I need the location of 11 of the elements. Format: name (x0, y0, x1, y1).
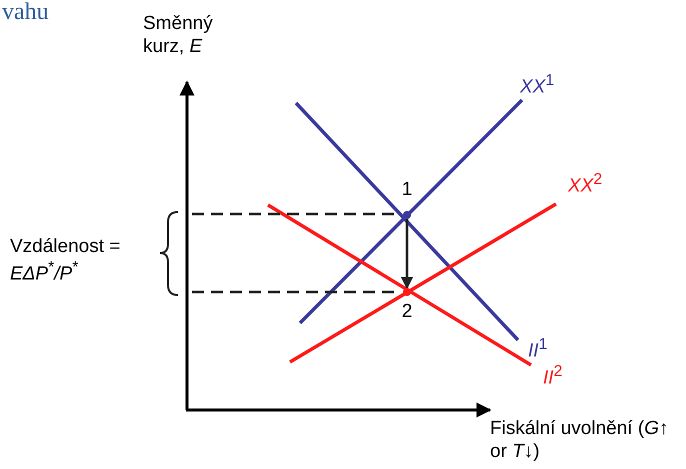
curve-label: II$^{2}$ (543, 363, 562, 390)
point-number: 2 (400, 302, 414, 322)
axis-title: Fiskální uvolnění (G↑ or T↓) (490, 418, 670, 464)
axis-title: Směnný kurz, E (143, 13, 214, 59)
point-number: 1 (400, 180, 414, 200)
curve-label: XX$^{2}$ (568, 171, 602, 198)
title-fragment: vahu (2, 0, 49, 27)
curve-label: II$^{1}$ (528, 336, 548, 364)
curve-label: XX$^{1}$ (520, 72, 554, 100)
arrow (400, 219, 414, 290)
distance-note: Vzdálenost = EΔP$^{*}$/P$^{*}$ (10, 236, 122, 286)
